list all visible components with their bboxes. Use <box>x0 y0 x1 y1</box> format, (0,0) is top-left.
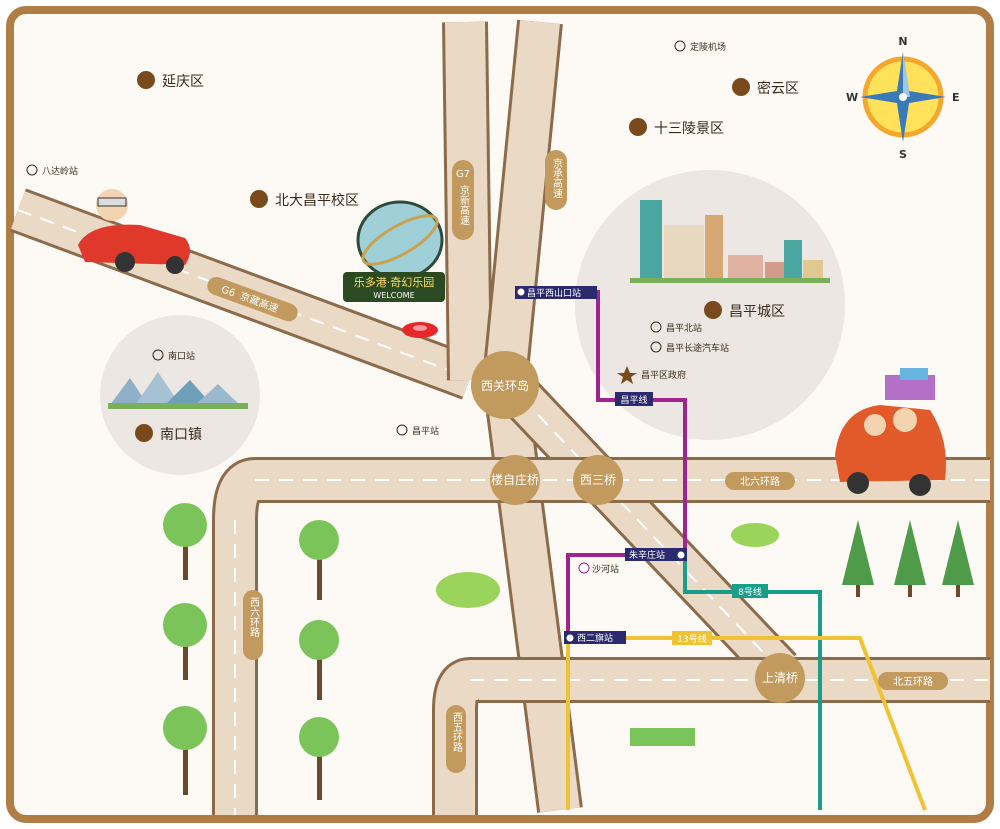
miyun-label: 密云区 <box>757 80 799 97</box>
road-label-north5: 北五环路 <box>878 672 948 690</box>
nankou-town-label: 南口镇 <box>160 427 202 443</box>
g7-name: 京新高速 <box>458 184 470 225</box>
pku-campus-label: 北大昌平校区 <box>275 192 359 209</box>
changping-line-label: 昌平线 <box>620 394 647 406</box>
place-airport[interactable]: 定陵机场 <box>674 40 726 53</box>
attraction-sign-subtitle: WELCOME <box>373 291 414 300</box>
road-label-west6: 西六环路 <box>243 590 263 660</box>
place-changping-city[interactable]: 昌平城区 <box>704 301 785 320</box>
place-changping-north[interactable]: 昌平北站 <box>650 321 702 334</box>
place-nankou-town[interactable]: 南口镇 <box>135 424 202 443</box>
shahe-station-label: 沙河站 <box>592 563 619 575</box>
mountains-icon <box>108 372 248 409</box>
bushes <box>436 523 779 746</box>
bridge-shahe[interactable]: 楼自庄桥 <box>490 455 540 505</box>
badaling-station-label: 八达岭站 <box>42 165 78 177</box>
skyline-icon <box>630 200 830 283</box>
compass-n: N <box>898 35 907 48</box>
bridge-xisan[interactable]: 西三桥 <box>573 455 623 505</box>
roundabout-xiguan[interactable]: 西关环岛 <box>471 351 539 419</box>
line13-label: 13号线 <box>677 633 706 645</box>
ming-tombs-label: 十三陵景区 <box>654 121 724 137</box>
place-badaling-station[interactable]: 八达岭站 <box>26 164 78 177</box>
xierqi-label: 西二旗站 <box>577 632 613 644</box>
xisan-bridge-label: 西三桥 <box>580 473 616 487</box>
changping-north-label: 昌平北站 <box>666 322 702 334</box>
place-ming-tombs[interactable]: 十三陵景区 <box>629 118 724 137</box>
xiguan-label: 西关环岛 <box>481 378 529 393</box>
g6-code: G6 <box>220 284 237 299</box>
compass-w: W <box>846 91 858 104</box>
changping-city-label: 昌平城区 <box>729 304 785 320</box>
place-changping-bus[interactable]: 昌平长途汽车站 <box>650 341 729 354</box>
nankou-station-label: 南口站 <box>168 350 195 362</box>
place-yanqing[interactable]: 延庆区 <box>137 71 204 90</box>
road-label-jingcheng: 京承高速 <box>545 150 567 210</box>
shahe-bridge-label: 楼自庄桥 <box>491 472 539 487</box>
compass-s: S <box>899 148 907 161</box>
star-icon <box>617 366 637 384</box>
attraction-sign-title: 乐多港·奇幻乐园 <box>354 275 435 289</box>
road-label-west5: 西五环路 <box>446 705 466 773</box>
red-car-icon <box>78 189 190 274</box>
airport-label: 定陵机场 <box>690 41 726 53</box>
west6-name: 西六环路 <box>248 597 260 638</box>
station-shahe[interactable]: 沙河站 <box>578 562 619 575</box>
place-miyun[interactable]: 密云区 <box>732 78 799 97</box>
place-nankou-station[interactable]: 南口站 <box>152 349 195 362</box>
compass-e: E <box>952 91 960 104</box>
trees-left <box>163 503 339 800</box>
place-changping-station[interactable]: 昌平站 <box>396 424 439 437</box>
west5-name: 西五环路 <box>451 712 463 753</box>
station-zhuxinzhuang[interactable]: 朱辛庄站 <box>625 548 687 561</box>
bridge-shangqing[interactable]: 上清桥 <box>755 653 805 703</box>
jingcheng-name: 京承高速 <box>551 157 563 198</box>
zhuxinzhuang-label: 朱辛庄站 <box>629 549 665 561</box>
place-pku-campus[interactable]: 北大昌平校区 <box>250 190 359 209</box>
place-changping-government[interactable]: 昌平区政府 <box>617 366 686 384</box>
yanqing-label: 延庆区 <box>162 74 204 90</box>
shangqing-bridge-label: 上清桥 <box>762 671 798 685</box>
changping-station-label: 昌平站 <box>412 425 439 437</box>
globe-icon <box>356 200 444 280</box>
attraction-marker[interactable]: 乐多港·奇幻乐园 WELCOME <box>343 200 445 338</box>
metro-label-line8: 8号线 <box>732 584 768 598</box>
line8-label: 8号线 <box>738 586 762 598</box>
north6-name: 北六环路 <box>740 475 780 488</box>
station-xierqi[interactable]: 西二旗站 <box>564 631 626 644</box>
road-label-north6: 北六环路 <box>725 472 795 490</box>
changping-bus-label: 昌平长途汽车站 <box>666 342 729 354</box>
compass-icon: N S E W <box>846 35 960 161</box>
changping-government-label: 昌平区政府 <box>641 369 686 381</box>
changping-xishankou-label: 昌平西山口站 <box>527 287 581 299</box>
north5-name: 北五环路 <box>893 675 933 688</box>
metro-label-changping-line: 昌平线 <box>615 392 653 406</box>
road-label-g7: G7 京新高速 <box>452 160 474 240</box>
metro-line13 <box>568 636 927 811</box>
metro-label-line13: 13号线 <box>672 631 712 645</box>
station-changping-xishankou[interactable]: 昌平西山口站 <box>515 286 597 299</box>
family-car-icon <box>835 368 946 496</box>
g7-code: G7 <box>456 169 470 180</box>
pine-trees <box>842 520 974 597</box>
